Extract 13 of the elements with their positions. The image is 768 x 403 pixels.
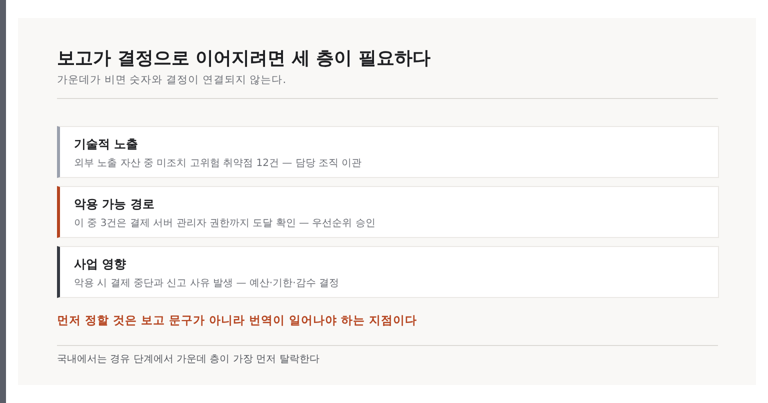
layer-card [57,246,719,298]
subtitle: 가운데가 비면 숫자와 결정이 연결되지 않는다. [57,73,286,87]
layer-card [57,126,719,178]
key-message: 먼저 정할 것은 보고 문구가 아니라 번역이 일어나야 하는 지점이다 [57,313,418,328]
layer-card [57,186,719,238]
card-heading: 악용 가능 경로 [74,196,154,213]
card-description: 외부 노출 자산 중 미조치 고위험 취약점 12건 — 담당 조직 이관 [74,157,362,170]
card-description: 악용 시 결제 중단과 신고 사유 발생 — 예산·기한·감수 결정 [74,277,339,290]
slide-title: 보고가 결정으로 이어지려면 세 층이 필요하다 [57,47,430,70]
footer-note: 국내에서는 경유 단계에서 가운데 층이 가장 먼저 탈락한다 [57,353,320,366]
card-heading: 사업 영향 [74,256,126,273]
card-description: 이 중 3건은 결제 서버 관리자 권한까지 도달 확인 — 우선순위 승인 [74,217,376,230]
card-heading: 기술적 노출 [74,136,138,153]
